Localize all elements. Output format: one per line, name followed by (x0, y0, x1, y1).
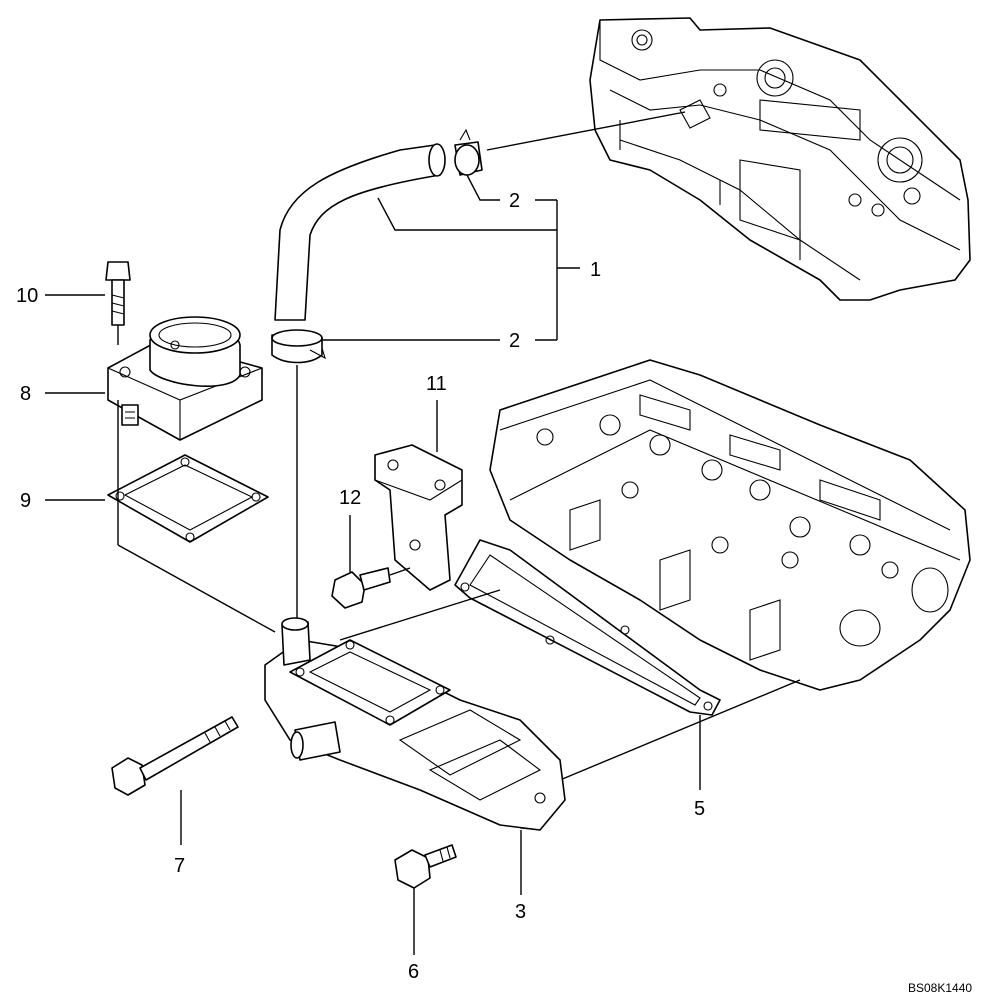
guide-line-manifold-head-1 (339, 589, 501, 641)
hose-clamp-upper (454, 128, 483, 176)
breather-hose (274, 143, 446, 321)
leader-lines (45, 174, 701, 955)
callout-1: 1 (590, 259, 601, 281)
leader-cover-clamp (486, 111, 686, 151)
callout-10: 10 (16, 285, 38, 307)
flange-bolt (394, 844, 457, 889)
drawing-code: BS08K1440 (908, 981, 972, 995)
intake-manifold (264, 617, 566, 831)
valve-cover (589, 17, 971, 301)
callout-7: 7 (174, 855, 185, 877)
guide-line-gasket-manifold (117, 544, 276, 633)
bracket (374, 400, 463, 591)
callout-9: 9 (20, 490, 31, 512)
elbow-bolt (105, 261, 131, 345)
callout-5: 5 (694, 798, 705, 820)
guide-line-manifold-head-2 (559, 679, 801, 781)
manifold-gasket (454, 539, 721, 716)
long-bolt (111, 716, 239, 796)
callout-3: 3 (515, 901, 526, 923)
callout-2-upper: 2 (509, 190, 520, 212)
intake-elbow (107, 316, 263, 441)
callout-11: 11 (426, 373, 447, 395)
callout-12: 12 (339, 487, 361, 509)
cylinder-head (489, 359, 971, 691)
hose-clamp-lower (271, 329, 326, 364)
callout-2-lower: 2 (509, 330, 520, 352)
callout-8: 8 (20, 383, 31, 405)
elbow-gasket (107, 454, 269, 543)
callout-6: 6 (408, 961, 419, 983)
bracket-bolt (331, 567, 411, 609)
